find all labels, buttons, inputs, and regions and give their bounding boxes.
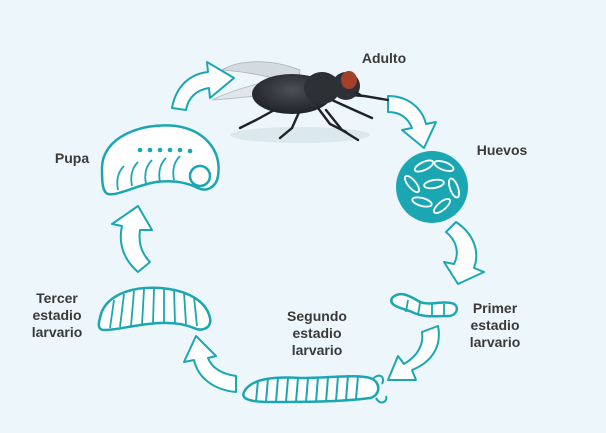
- label-third-instar: Tercer estadio larvario: [31, 290, 83, 340]
- cycle-arrow-icon: [443, 221, 485, 285]
- pupa-icon: [100, 124, 220, 196]
- cycle-arrow-icon: [387, 95, 437, 149]
- cycle-arrow-icon: [387, 325, 440, 381]
- first-larva-icon: [390, 292, 459, 318]
- label-first-instar: Primer estadio larvario: [469, 300, 521, 350]
- cycle-arrow-icon: [171, 61, 235, 111]
- fly-icon: [211, 61, 390, 143]
- label-eggs: Huevos: [476, 142, 528, 158]
- third-larva-icon: [97, 286, 212, 332]
- cycle-arrow-icon: [111, 205, 153, 273]
- second-larva-icon: [242, 374, 388, 404]
- eggs-icon: [396, 151, 468, 223]
- label-second-instar: Segundo estadio larvario: [287, 308, 347, 358]
- label-adult: Adulto: [361, 50, 407, 66]
- cycle-arrow-icon: [183, 335, 237, 393]
- label-pupa: Pupa: [54, 150, 90, 166]
- cycle-arrows: [111, 61, 485, 393]
